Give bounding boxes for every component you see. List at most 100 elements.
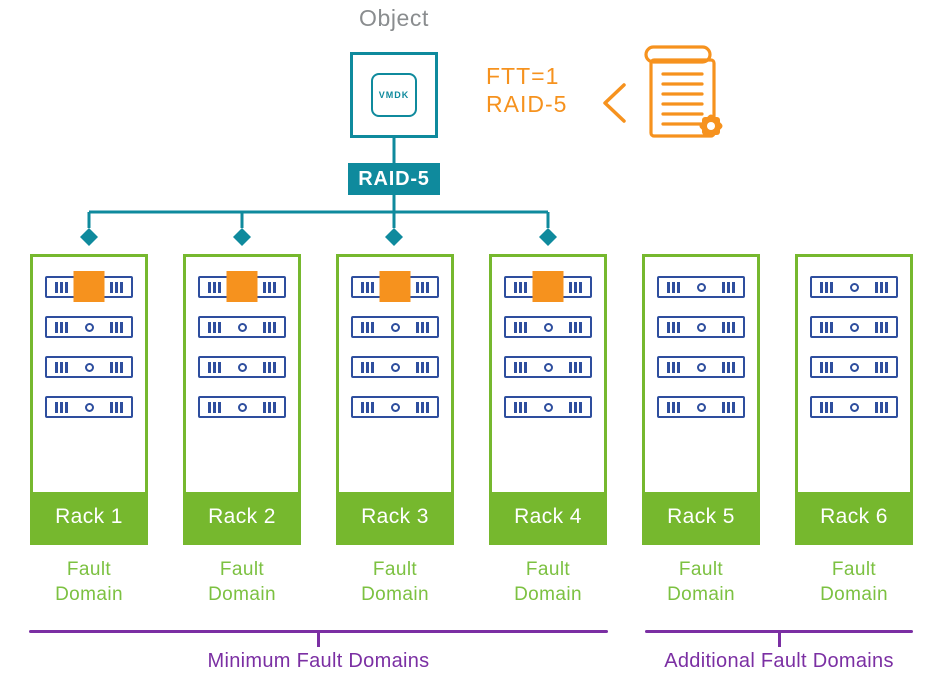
server-vents-left-icon	[514, 321, 527, 333]
fault-domain-caption: Fault Domain	[208, 557, 276, 607]
server-vents-left-icon	[514, 401, 527, 413]
server-vents-right-icon	[110, 401, 123, 413]
server-vents-left-icon	[820, 401, 833, 413]
server-stack	[798, 257, 910, 418]
server-vents-left-icon	[55, 401, 68, 413]
server-vents-right-icon	[722, 361, 735, 373]
server-node	[810, 316, 898, 338]
server-node	[45, 396, 133, 418]
angle-left-icon	[603, 83, 626, 123]
server-stack	[645, 257, 757, 418]
server-node	[45, 356, 133, 378]
fault-caption-line2: Domain	[820, 584, 888, 605]
vmdk-icon: VMDK	[371, 73, 417, 117]
server-vents-left-icon	[667, 321, 680, 333]
server-vents-left-icon	[514, 361, 527, 373]
server-node	[657, 396, 745, 418]
rack-label: Rack 4	[492, 492, 604, 542]
fault-caption-line1: Fault	[66, 559, 112, 580]
fault-caption-line1: Fault	[372, 559, 418, 580]
server-vents-right-icon	[569, 401, 582, 413]
server-node	[198, 356, 286, 378]
server-vents-left-icon	[361, 281, 374, 293]
server-vents-left-icon	[361, 321, 374, 333]
server-vents-right-icon	[263, 321, 276, 333]
racks-row: Rack 1 Fault Domain Rack 2 Fault Domai	[30, 254, 913, 607]
vsan-component-marker	[379, 271, 411, 302]
server-node	[198, 271, 286, 302]
rack-label: Rack 5	[645, 492, 757, 542]
server-vents-left-icon	[820, 361, 833, 373]
fault-domain-caption: Fault Domain	[55, 557, 123, 607]
server-vents-right-icon	[722, 321, 735, 333]
server-vents-left-icon	[667, 361, 680, 373]
server-node	[810, 356, 898, 378]
server-vents-right-icon	[875, 281, 888, 293]
server-vents-left-icon	[820, 281, 833, 293]
server-stack	[492, 257, 604, 418]
fault-caption-line1: Fault	[219, 559, 265, 580]
fault-domain-caption: Fault Domain	[820, 557, 888, 607]
server-node	[198, 396, 286, 418]
server-stack	[339, 257, 451, 418]
rack: Rack 6	[795, 254, 913, 545]
vsan-component-marker	[73, 271, 105, 302]
server-vents-right-icon	[416, 281, 429, 293]
server-vents-right-icon	[110, 281, 123, 293]
server-vents-right-icon	[416, 321, 429, 333]
bracket-tick	[317, 630, 320, 647]
server-indicator-icon	[849, 282, 859, 292]
minimum-fault-domains-bracket: Minimum Fault Domains	[29, 630, 608, 673]
server-vents-left-icon	[820, 321, 833, 333]
connector-tree	[80, 138, 557, 246]
rack-column: Rack 2 Fault Domain	[183, 254, 301, 607]
fault-domain-caption: Fault Domain	[667, 557, 735, 607]
rack: Rack 4	[489, 254, 607, 545]
policy-scroll-icon	[644, 45, 723, 138]
gear-icon	[699, 114, 723, 138]
server-indicator-icon	[84, 322, 94, 332]
server-vents-right-icon	[569, 361, 582, 373]
server-vents-right-icon	[569, 321, 582, 333]
server-indicator-icon	[543, 402, 553, 412]
vsan-component-marker	[226, 271, 258, 302]
object-title: Object	[358, 5, 430, 31]
server-vents-left-icon	[667, 281, 680, 293]
server-indicator-icon	[849, 402, 859, 412]
server-node	[657, 316, 745, 338]
rack: Rack 3	[336, 254, 454, 545]
server-node	[657, 356, 745, 378]
server-vents-left-icon	[514, 281, 527, 293]
minimum-fault-domains-label: Minimum Fault Domains	[207, 650, 430, 672]
additional-fault-domains-label: Additional Fault Domains	[664, 650, 894, 672]
server-vents-right-icon	[875, 361, 888, 373]
server-node	[657, 276, 745, 298]
server-node	[504, 316, 592, 338]
server-vents-right-icon	[263, 281, 276, 293]
fault-caption-line1: Fault	[678, 559, 724, 580]
rack-label: Rack 3	[339, 492, 451, 542]
server-indicator-icon	[237, 362, 247, 372]
server-node	[810, 396, 898, 418]
server-indicator-icon	[696, 362, 706, 372]
server-node	[45, 316, 133, 338]
server-node	[351, 271, 439, 302]
vsan-component-marker	[532, 271, 564, 302]
fault-domain-caption: Fault Domain	[514, 557, 582, 607]
fault-domain-caption: Fault Domain	[361, 557, 429, 607]
server-indicator-icon	[237, 322, 247, 332]
server-vents-left-icon	[208, 361, 221, 373]
fault-caption-line1: Fault	[831, 559, 877, 580]
policy-annotation: FTT=1 RAID-5	[486, 62, 567, 118]
rack-column: Rack 3 Fault Domain	[336, 254, 454, 607]
server-vents-right-icon	[722, 281, 735, 293]
server-vents-left-icon	[208, 321, 221, 333]
server-vents-right-icon	[110, 321, 123, 333]
server-vents-right-icon	[110, 361, 123, 373]
server-node	[504, 396, 592, 418]
rack-column: Rack 6 Fault Domain	[795, 254, 913, 607]
server-indicator-icon	[390, 402, 400, 412]
server-indicator-icon	[84, 402, 94, 412]
server-node	[45, 271, 133, 302]
server-node	[351, 316, 439, 338]
